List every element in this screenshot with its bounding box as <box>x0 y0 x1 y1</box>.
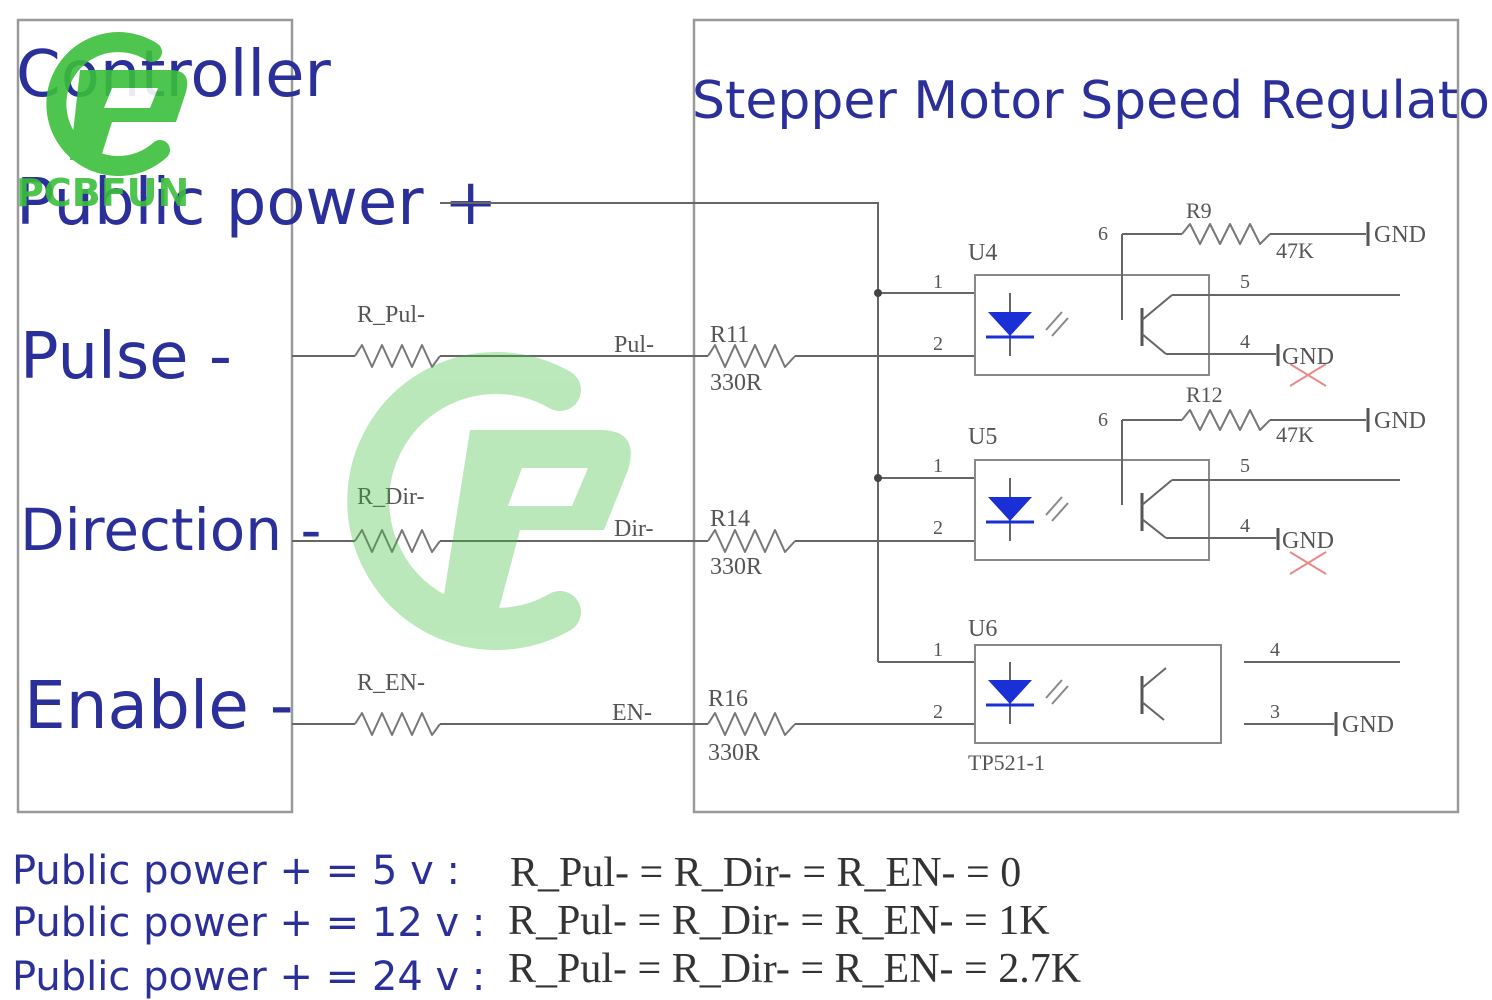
resistor-label-r-dir: R_Dir- <box>357 484 425 510</box>
gnd-label: GND <box>1342 712 1394 738</box>
part-number-label: TP521-1 <box>968 750 1045 775</box>
resistor-value-r14: 330R <box>710 554 762 580</box>
label-pulse: Pulse - <box>20 320 232 394</box>
watermark-text: PCBFUN <box>16 171 189 215</box>
optocoupler-u6 <box>974 644 1400 744</box>
pin-label: 2 <box>933 701 943 723</box>
resistor-value-r11: 330R <box>710 370 762 396</box>
resistor-label-r14: R14 <box>710 506 750 532</box>
signal-label-en: EN- <box>612 700 652 726</box>
resistor-value-r16: 330R <box>708 740 760 766</box>
direction-line <box>292 529 975 553</box>
signal-label-pul: Pul- <box>614 332 654 358</box>
pin-label: 2 <box>933 333 943 355</box>
note-right-12v: R_Pul- = R_Dir- = R_EN- = 1K <box>508 898 1050 944</box>
watermark-logo-large <box>347 352 631 650</box>
regulator-box <box>692 18 1460 814</box>
resistor-label-r-pul: R_Pul- <box>357 302 425 328</box>
pin-label: 1 <box>933 271 943 293</box>
controller-box <box>16 18 294 814</box>
pin-label: 6 <box>1098 223 1108 245</box>
pin-label: 5 <box>1240 455 1250 477</box>
note-right-5v: R_Pul- = R_Dir- = R_EN- = 0 <box>510 850 1021 896</box>
label-public-power: Public power + <box>16 166 498 240</box>
resistor-label-r11: R11 <box>710 322 749 348</box>
label-enable: Enable - <box>24 667 294 744</box>
note-left-24v: Public power + = 24 v : <box>12 954 485 1000</box>
optocoupler-u5 <box>974 408 1400 575</box>
junction-dot <box>874 474 882 482</box>
power-rail-wire <box>440 202 879 662</box>
regulator-title: Stepper Motor Speed Regulator <box>692 71 1492 131</box>
pulse-line <box>292 344 975 368</box>
pin-label: 1 <box>933 455 943 477</box>
optocoupler-u4 <box>974 222 1400 387</box>
pin-label: 6 <box>1098 409 1108 431</box>
watermark-logo-small: PCBFUN <box>16 32 189 215</box>
resistor-label-r12: R12 <box>1186 382 1223 407</box>
ic-label-u5: U5 <box>968 424 997 450</box>
pin-label: 1 <box>933 639 943 661</box>
resistor-value-r9: 47K <box>1276 238 1314 263</box>
pin-label: 3 <box>1270 701 1280 723</box>
pin-label: 4 <box>1240 331 1250 353</box>
enable-line <box>292 712 975 736</box>
pin-label: 4 <box>1240 515 1250 537</box>
gnd-label: GND <box>1374 222 1426 248</box>
signal-label-dir: Dir- <box>614 516 654 542</box>
gnd-label: GND <box>1282 528 1334 554</box>
pin-label: 2 <box>933 517 943 539</box>
junction-dot <box>874 289 882 297</box>
ic-label-u6: U6 <box>968 616 997 642</box>
resistor-label-r16: R16 <box>708 686 748 712</box>
pin-label: 4 <box>1270 639 1280 661</box>
note-left-12v: Public power + = 12 v : <box>12 900 485 946</box>
label-direction: Direction - <box>20 496 321 564</box>
resistor-label-r9: R9 <box>1186 198 1212 223</box>
ic-label-u4: U4 <box>968 240 997 266</box>
gnd-label: GND <box>1374 408 1426 434</box>
note-left-5v: Public power + = 5 v : <box>12 848 460 894</box>
resistor-label-r-en: R_EN- <box>357 670 425 696</box>
note-right-24v: R_Pul- = R_Dir- = R_EN- = 2.7K <box>508 946 1081 992</box>
pin-label: 5 <box>1240 271 1250 293</box>
gnd-label: GND <box>1282 344 1334 370</box>
resistor-value-r12: 47K <box>1276 422 1314 447</box>
